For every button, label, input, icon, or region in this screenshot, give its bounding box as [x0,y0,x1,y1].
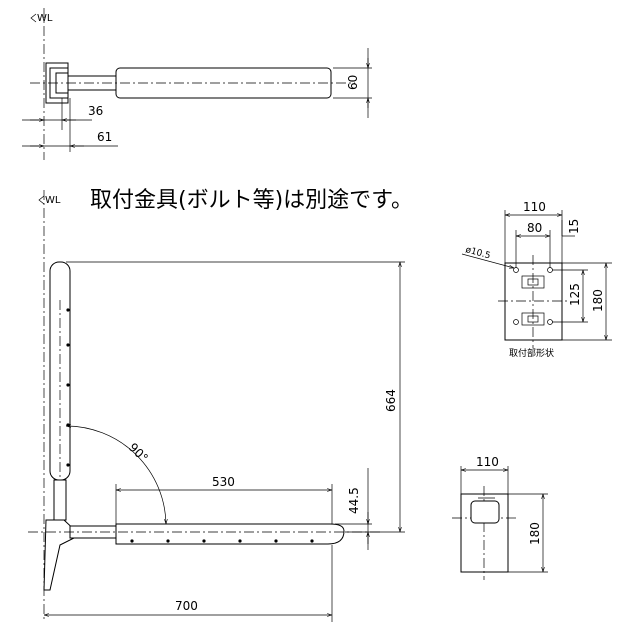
dim-length-530: 530 [212,475,235,489]
horizontal-seat-bar [115,523,345,545]
top-view: WL 60 36 61 [22,8,372,160]
dim-plate-edge-15: 15 [567,219,581,234]
dim-height-664: 664 [384,389,398,412]
mount-plate [504,262,563,341]
dim-plate-hole-80: 80 [527,221,542,235]
dim-top-offset-b: 61 [97,130,112,144]
dim-top-pipe-height: 60 [346,75,360,90]
dim-offset-44-5: 44.5 [347,487,361,514]
front-view: 664 90° 530 44.5 700 [28,190,405,622]
wl-label-top: WL [37,13,53,24]
wl-marker-icon [38,195,45,205]
dim-angle: 90° [126,440,151,465]
dim-plate-hole-125: 125 [568,283,582,306]
dim-hole-diameter: ø10.5 [464,245,491,261]
dim-top-offset-a: 36 [88,104,103,118]
dim-cover-height-180: 180 [528,522,542,545]
cover-knob [470,500,500,524]
wl-label-front: WL [45,195,61,206]
mount-shape-caption: 取付部形状 [509,347,554,359]
dim-length-700: 700 [175,599,198,613]
dim-cover-width-110: 110 [476,455,499,469]
mounting-note: 取付金具(ボルト等)は別途です。 [90,188,413,213]
mount-plate-detail: 110 80 15 ø10.5 125 180 取付部形状 [461,200,612,359]
dim-plate-height-180: 180 [591,289,605,312]
wl-marker-icon [30,13,37,23]
side-cover-view: 110 180 [452,455,548,580]
mount-hole [513,319,519,325]
dim-plate-width-110: 110 [523,200,546,214]
